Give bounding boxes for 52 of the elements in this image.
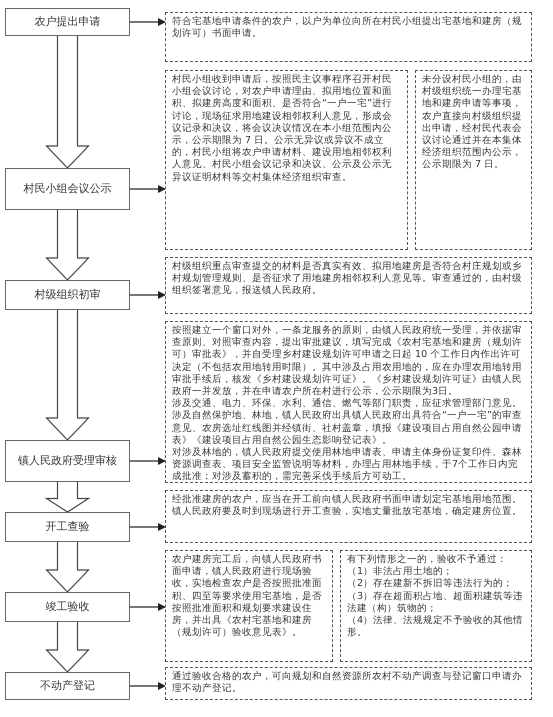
description-box <box>165 70 408 250</box>
arrow <box>130 185 166 193</box>
description-text: （3）存在超面积占地、超面积建筑等违法建（构）筑物的； <box>347 590 524 615</box>
step-title: 农户提出申请 <box>34 15 100 29</box>
step-title: 开工查验 <box>46 520 90 534</box>
description-text: 按照建立一个窗口对外，一条龙服务的原则，由镇人民政府统一受理，并依据审查原则、对照审查内容，提出审批建议，填写完成《农村宅基地和建房（规划许可）审批表》，并自受理乡村建设规划许可申请之日起 10 个工作日内作出许可决定（不包括农用地转用时限）。其中涉及占用农用地的，应在办理农用地转用审批手续后，核发《乡村建设规划许可证》。《乡村建设规划许可证》由镇人民政府一并发放，并在申请农户所在村进行公示，公示期限为3日。 <box>172 325 523 398</box>
description-text: 符合宅基地申请条件的农户，以户为单位向所在村民小组提出宅基地和建房（规划许可）书面申请。 <box>172 16 523 40</box>
step-box <box>5 280 130 310</box>
description-text: 涉及自然保护地、林地，镇人民政府出具镇人民政府出具符合“一户一宅”的审查意见、农房选址红线图并经镇街、社村盖章，填报《建设项目占用自然公园申请表》《建设项目占用自然公园生态影响登记表》。 <box>172 410 523 447</box>
description-box <box>415 70 532 250</box>
step-box <box>5 512 130 542</box>
step-box <box>5 672 130 700</box>
description-text: 村级组织重点审查提交的材料是否真实有效、拟用地建房是否符合村庄规划或乡村规划管理规则、是否征求了用地建房相邻权利人意见等。审查通过的，由村级组织签署意见，报送镇人民政府。 <box>172 261 523 298</box>
step-title: 镇人民政府受理审核 <box>18 454 117 468</box>
description-text: 对涉及林地的，镇人民政府提交使用林地申请表、申请主体身份证复印件、森林资源调查表、项目安全监管说明等材料，办理占用林地手续，于7个工作日内完成批准；对涉及蓄积的，需完善采伐手续后方可动工。 <box>172 447 523 484</box>
description-box <box>165 667 532 700</box>
description-text: 村民小组收到申请后，按照民主议事程序召开村民小组会议讨论，对农户申请理由、拟用地位置和面积、拟建房高度和面积、是否符合“一户一宅”进行讨论，现场征求用地建设相邻权利人意见，形成会议记录和决议，将会议决议情况在本小组范围内公示，公示期限为 7 日。公示无异议或异议不成立的，村民小组将农户申请材料、建设用地相邻权利人意见、村民小组会议记录和决议、公示及公示无异议证明材料等交村集体经济组织审查。 <box>172 74 393 184</box>
description-text: 有下列情形之一的，验收不予通过： <box>347 554 508 566</box>
description-box <box>165 321 532 483</box>
description-box <box>165 550 333 662</box>
block-arrow <box>45 541 90 593</box>
description-box <box>165 257 532 314</box>
block-arrow <box>44 481 91 513</box>
step-box <box>5 440 130 482</box>
description-text: （1）非法占用土地的； <box>347 566 454 578</box>
description-text: 农户建房完工后，向镇人民政府书面申请，镇人民政府进行现场验收，实地检查农户是否按照批准面积、四至等要求使用宅基地，是否按照批准面积和规划要求建设住房，并出具《农村宅基地和建房（规划许可）验收意见表》。 <box>172 554 323 640</box>
block-arrow <box>45 35 90 169</box>
step-box <box>5 592 130 622</box>
description-box <box>165 490 532 543</box>
description-box <box>165 12 532 62</box>
block-arrow <box>45 209 90 281</box>
description-box <box>340 550 532 662</box>
block-arrow <box>45 621 90 673</box>
step-box <box>5 8 130 36</box>
description-text: 经批准建房的农户，应当在开工前向镇人民政府书面申请划定宅基地用地范围。镇人民政府要及时到现场进行开工查验，实地丈量批放宅基地，确定建房位置。 <box>172 494 523 518</box>
step-title: 竣工验收 <box>46 600 90 614</box>
arrow <box>130 603 166 611</box>
arrow <box>130 291 166 299</box>
arrow <box>130 523 166 531</box>
step-title: 村级组织初审 <box>34 288 100 302</box>
arrow <box>130 682 166 690</box>
step-title: 村民小组会议公示 <box>24 182 112 196</box>
step-box <box>5 168 130 210</box>
description-text: 涉及交通、电力、环保、水利、通信、燃气等部门职责，应征求管理部门意见。 <box>172 398 523 410</box>
description-text: （2）存在建新不拆旧等违法行为的； <box>347 578 514 591</box>
arrow <box>130 457 166 465</box>
arrow <box>130 18 166 26</box>
description-text: （4）法律、法规规定不予验收的其他情形。 <box>347 615 524 640</box>
description-text: 未分设村民小组的，由村级组织统一办理宅基地和建房申请等事项，农户直接向村级组织提出申请，经村民代表会议讨论通过并在本集体经济组织范围内公示，公示期限为 7 日。 <box>422 74 523 172</box>
block-arrow <box>45 309 90 441</box>
step-title: 不动产登记 <box>40 679 95 693</box>
description-text: 通过验收合格的农户，可向规划和自然资源所农村不动产调查与登记窗口申请办理不动产登记。 <box>172 671 523 696</box>
